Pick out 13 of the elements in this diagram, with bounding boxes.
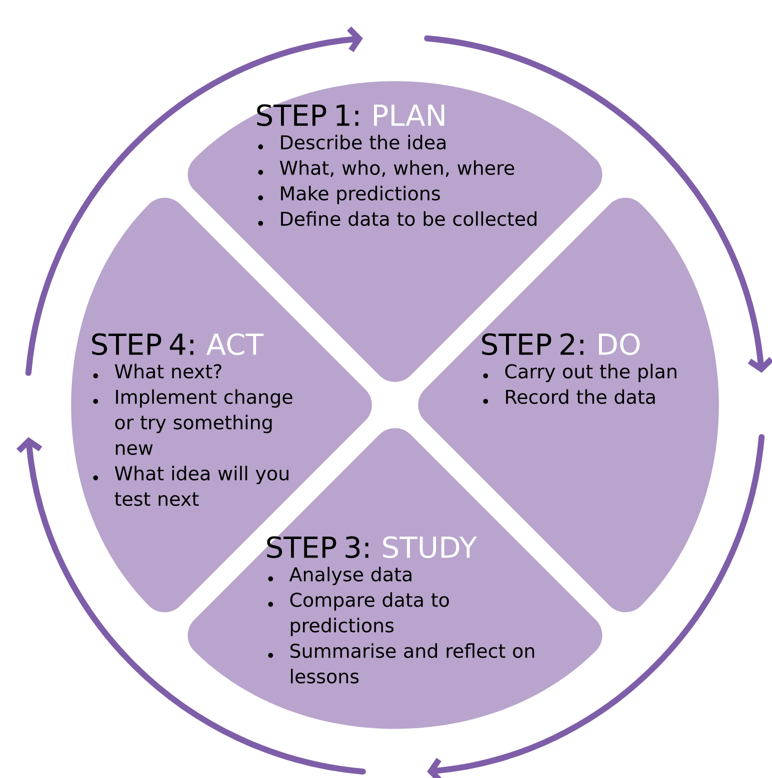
node-label: ACT: [206, 333, 264, 356]
node-label: Describe the idea: [281, 134, 446, 150]
node-label: STEP 1:: [257, 104, 358, 126]
cycle-arrow: [16, 437, 366, 775]
node-label: STEP 2:: [482, 333, 584, 356]
cycle-arrow: [424, 35, 772, 373]
node-label: What, who, when, where: [280, 160, 514, 177]
node-label: Record the data: [506, 389, 655, 404]
node-label: PLAN: [374, 104, 444, 126]
cycle-arrow: [25, 26, 363, 376]
node-label: Summarise and reflect on lessons: [290, 643, 534, 684]
cycle-arrow: [427, 434, 765, 778]
node-label: STEP 3:: [267, 536, 368, 558]
